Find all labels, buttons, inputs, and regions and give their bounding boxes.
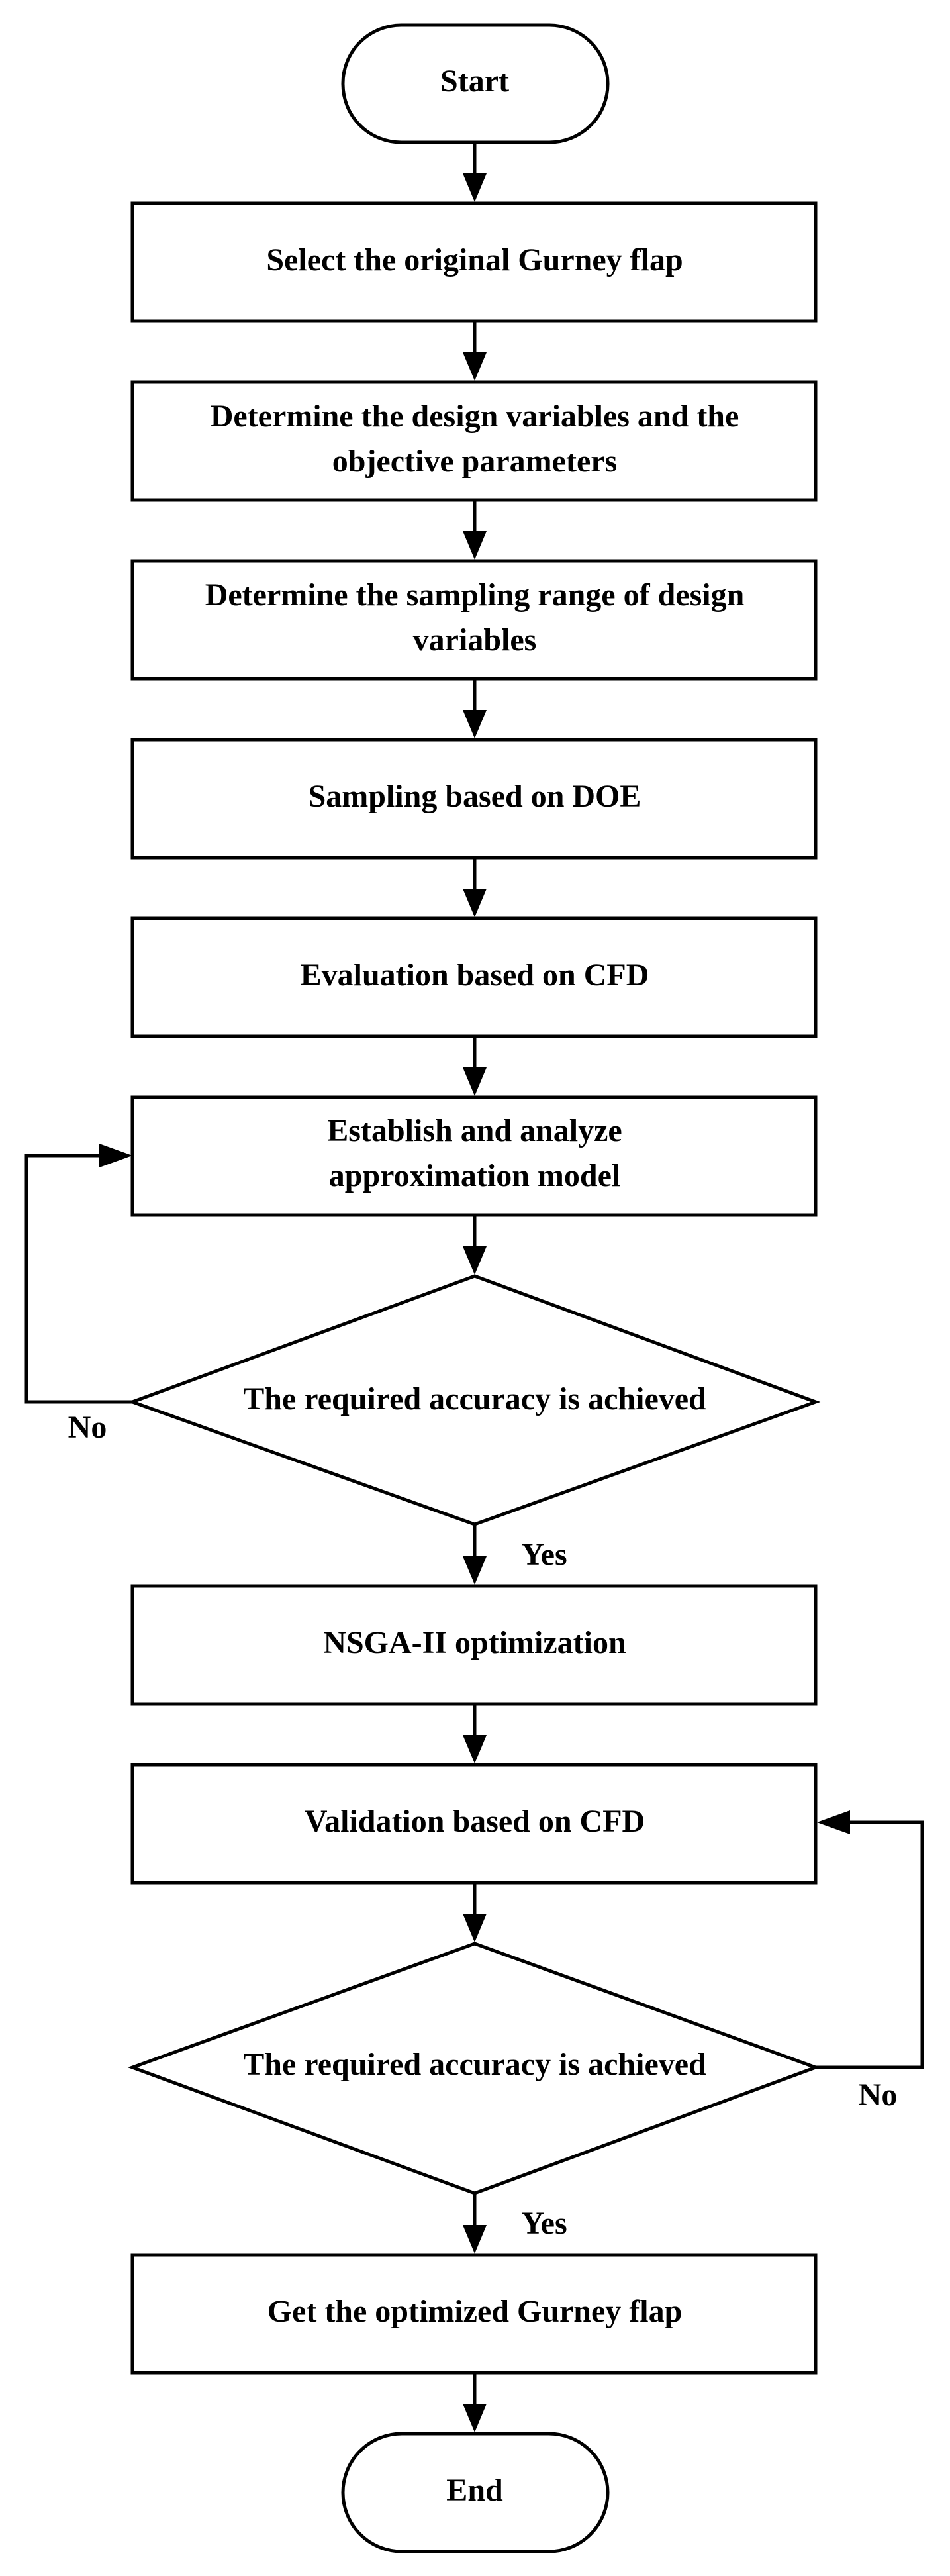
arrowhead-sampling (463, 710, 487, 738)
arrowhead-decision-2 (463, 1914, 487, 1942)
arrowhead-nsga (463, 1556, 487, 1585)
step-sampling-doe: Sampling based on DOE (130, 738, 818, 860)
step-nsga-optimization: NSGA-II optimization (130, 1584, 818, 1706)
step-approximation-model-line-2: approximation model (329, 1158, 620, 1193)
step-evaluation-cfd: Evaluation based on CFD (130, 916, 818, 1038)
step-evaluation-cfd-text: Evaluation based on CFD (301, 958, 649, 993)
start-terminal: Start (341, 23, 610, 144)
step-get-optimized: Get the optimized Gurney flap (130, 2253, 818, 2375)
step-determine-range-line-2: variables (413, 622, 537, 658)
arrowhead-decision-1 (463, 1246, 487, 1275)
decision-accuracy-check-2-text: The required accuracy is achieved (243, 2047, 706, 2082)
decision-accuracy-check-1-text: The required accuracy is achieved (243, 1381, 706, 1416)
end-label: End (446, 2473, 503, 2508)
arrowhead-range (463, 531, 487, 560)
step-determine-range-line-1: Determine the sampling range of design (205, 577, 745, 613)
step-determine-range: Determine the sampling range of design v… (130, 559, 818, 681)
end-terminal: End (341, 2432, 610, 2553)
decision-accuracy-check-2: The required accuracy is achieved (127, 1942, 821, 2195)
arrowhead-variables (463, 352, 487, 381)
edge-decision-1-no-loop (24, 1154, 132, 1404)
step-determine-variables-line-2: objective parameters (332, 444, 617, 479)
arrowhead-loop-1 (99, 1144, 132, 1167)
arrowhead-end (463, 2404, 487, 2432)
step-approximation-model: Establish and analyze approximation mode… (130, 1095, 818, 1217)
decision-2-no-label: No (859, 2077, 898, 2112)
edge-decision-2-no-loop (816, 1820, 924, 2069)
step-select-original-text: Select the original Gurney flap (266, 242, 683, 277)
arrowhead-validation (463, 1735, 487, 1763)
arrowhead-select (463, 173, 487, 202)
arrowhead-evaluation (463, 889, 487, 917)
arrowhead-model (463, 1067, 487, 1096)
step-determine-variables: Determine the design variables and the o… (130, 380, 818, 502)
step-select-original: Select the original Gurney flap (130, 201, 818, 323)
step-validation-cfd: Validation based on CFD (130, 1763, 818, 1885)
decision-2-yes-label: Yes (521, 2206, 567, 2241)
arrowhead-get-optimized (463, 2225, 487, 2254)
step-determine-variables-line-1: Determine the design variables and the (211, 399, 739, 434)
arrowhead-loop-2 (817, 1810, 850, 1834)
step-sampling-doe-text: Sampling based on DOE (309, 779, 641, 814)
connectors (24, 142, 924, 2432)
start-label: Start (440, 64, 509, 99)
step-validation-cfd-text: Validation based on CFD (305, 1804, 645, 1839)
step-nsga-optimization-text: NSGA-II optimization (323, 1625, 626, 1660)
decision-1-yes-label: Yes (521, 1537, 567, 1572)
step-approximation-model-line-1: Establish and analyze (327, 1113, 622, 1148)
step-get-optimized-text: Get the optimized Gurney flap (267, 2294, 683, 2329)
decision-1-no-label: No (68, 1410, 107, 1445)
decision-accuracy-check-1: The required accuracy is achieved (127, 1274, 821, 1526)
